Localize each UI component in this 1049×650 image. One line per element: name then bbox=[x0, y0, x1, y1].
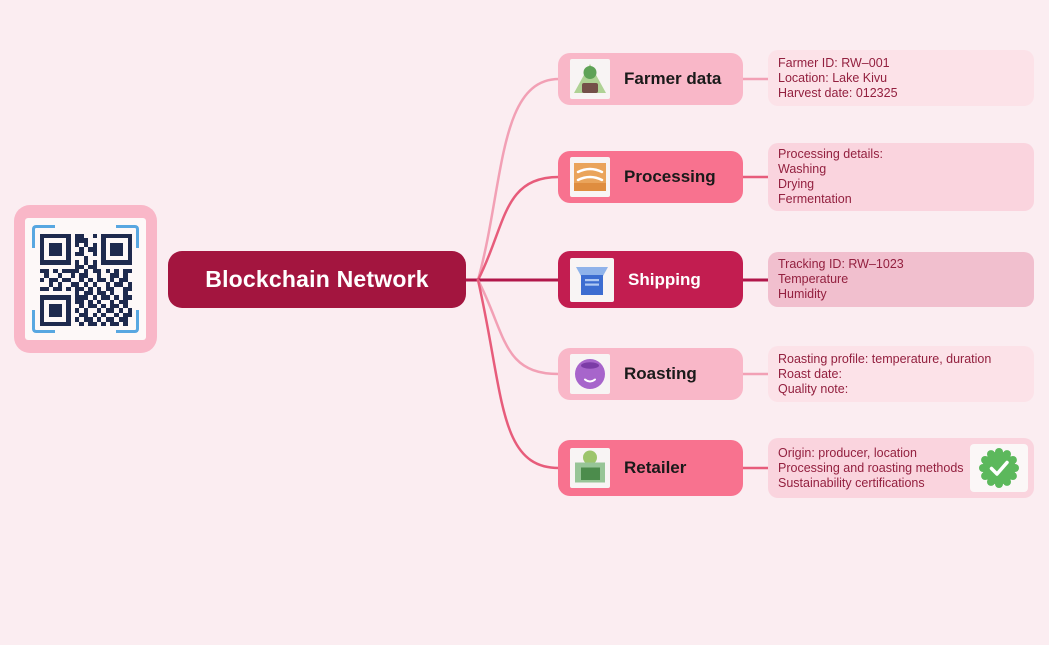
detail-retailer-text: Origin: producer, location Processing an… bbox=[778, 445, 964, 490]
detail-roasting[interactable]: Roasting profile: temperature, duration … bbox=[768, 346, 1034, 402]
node-retailer-label: Retailer bbox=[624, 458, 687, 477]
wire-roasting bbox=[476, 278, 561, 376]
wire-retailer bbox=[476, 278, 561, 470]
node-retailer[interactable]: Retailer bbox=[558, 440, 743, 496]
node-processing-label: Processing bbox=[624, 167, 716, 186]
scan-corner-top-left-icon bbox=[32, 225, 55, 248]
node-processing[interactable]: Processing bbox=[558, 151, 743, 203]
farmer-icon bbox=[570, 59, 610, 99]
detail-farmer-data[interactable]: Farmer ID: RW–001 Location: Lake Kivu Ha… bbox=[768, 50, 1034, 106]
node-roasting[interactable]: Roasting bbox=[558, 348, 743, 400]
retailer-icon bbox=[570, 448, 610, 488]
verified-check-icon bbox=[979, 448, 1019, 488]
detail-shipping-text: Tracking ID: RW–1023 Temperature Humidit… bbox=[778, 257, 904, 301]
detail-processing[interactable]: Processing details: Washing Drying Ferme… bbox=[768, 143, 1034, 211]
qr-card[interactable] bbox=[14, 205, 157, 353]
detail-shipping[interactable]: Tracking ID: RW–1023 Temperature Humidit… bbox=[768, 252, 1034, 307]
qr-modules bbox=[40, 234, 132, 326]
wire-farmer-data bbox=[476, 77, 561, 282]
bottom-edge bbox=[0, 645, 1049, 650]
central-node-label: Blockchain Network bbox=[205, 266, 429, 292]
drying-bed-icon bbox=[570, 157, 610, 197]
node-shipping-label: Shipping bbox=[628, 269, 701, 289]
central-node-blockchain-network[interactable]: Blockchain Network bbox=[168, 251, 466, 308]
detail-processing-text: Processing details: Washing Drying Ferme… bbox=[778, 147, 883, 206]
detail-roasting-text: Roasting profile: temperature, duration … bbox=[778, 351, 992, 396]
roasted-bean-icon bbox=[570, 354, 610, 394]
detail-retailer[interactable]: Origin: producer, location Processing an… bbox=[768, 438, 1034, 498]
scan-corner-bottom-right-icon bbox=[116, 310, 139, 333]
scan-corner-top-right-icon bbox=[116, 225, 139, 248]
detail-farmer-data-text: Farmer ID: RW–001 Location: Lake Kivu Ha… bbox=[778, 55, 898, 100]
wire-processing bbox=[476, 175, 561, 282]
qr-scan-frame bbox=[25, 218, 146, 340]
node-farmer-data[interactable]: Farmer data bbox=[558, 53, 743, 105]
node-farmer-data-label: Farmer data bbox=[624, 69, 722, 88]
verified-badge bbox=[970, 444, 1028, 492]
scan-corner-bottom-left-icon bbox=[32, 310, 55, 333]
node-roasting-label: Roasting bbox=[624, 364, 697, 383]
node-shipping[interactable]: Shipping bbox=[558, 251, 743, 308]
shipping-box-icon bbox=[570, 257, 614, 302]
